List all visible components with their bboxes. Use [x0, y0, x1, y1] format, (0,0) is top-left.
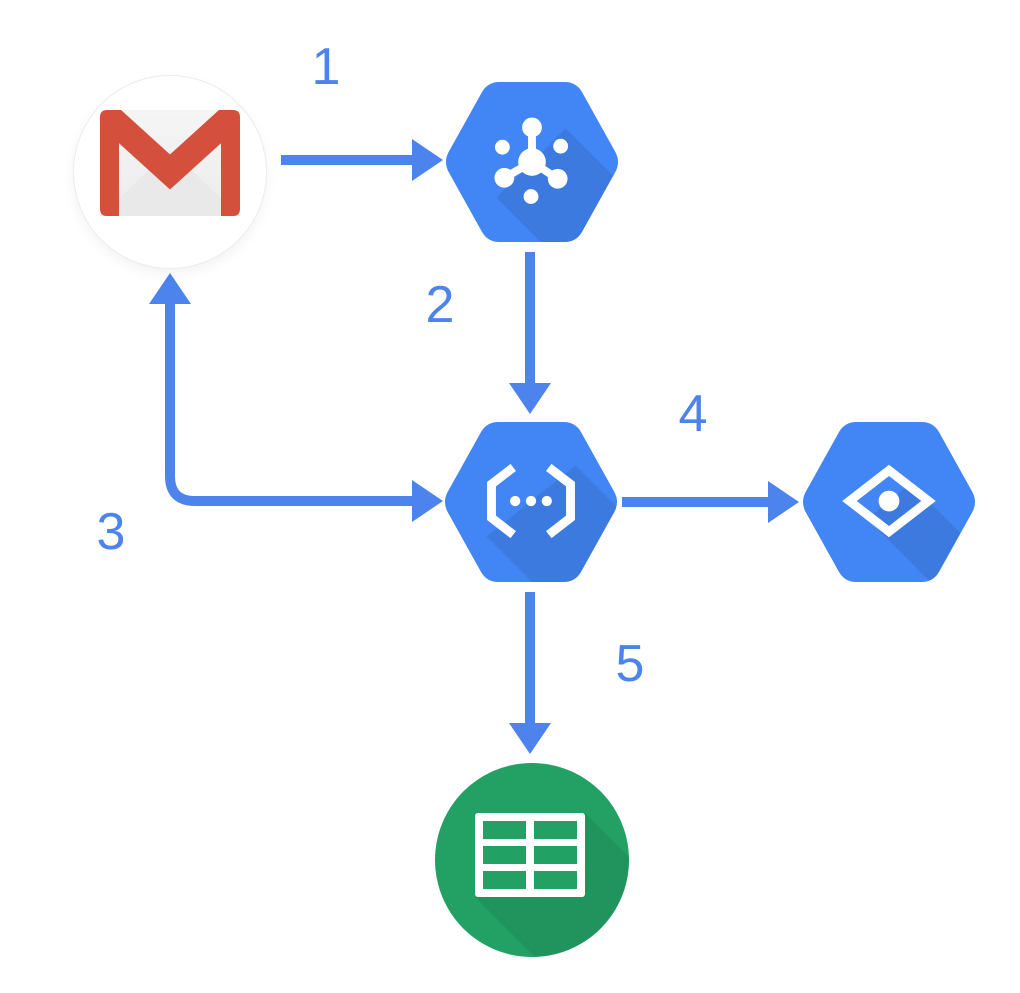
spreadsheet-grid-icon [435, 763, 629, 957]
node-sheets [435, 763, 629, 957]
arrow-gmail-to-pubsub [281, 139, 443, 181]
gmail-envelope-icon [100, 110, 240, 216]
arrow-pubsub-to-functions [509, 252, 551, 414]
arrow-functions-gmail-elbow [149, 273, 443, 522]
code-brackets-dots-icon [444, 422, 618, 582]
edge-label-4: 4 [678, 385, 708, 443]
arrow-functions-to-vision [622, 481, 799, 523]
edge-label-3: 3 [96, 503, 126, 561]
edge-label-1: 1 [311, 38, 341, 96]
edge-label-2: 2 [425, 276, 455, 334]
pubsub-hub-spokes-icon [445, 82, 619, 242]
node-vision [800, 422, 978, 582]
node-pubsub [443, 82, 621, 242]
vision-eye-diamond-icon [802, 422, 976, 582]
node-gmail [73, 75, 267, 269]
arrow-functions-to-sheets [509, 592, 551, 754]
node-functions [442, 422, 620, 582]
edge-label-5: 5 [615, 635, 645, 693]
